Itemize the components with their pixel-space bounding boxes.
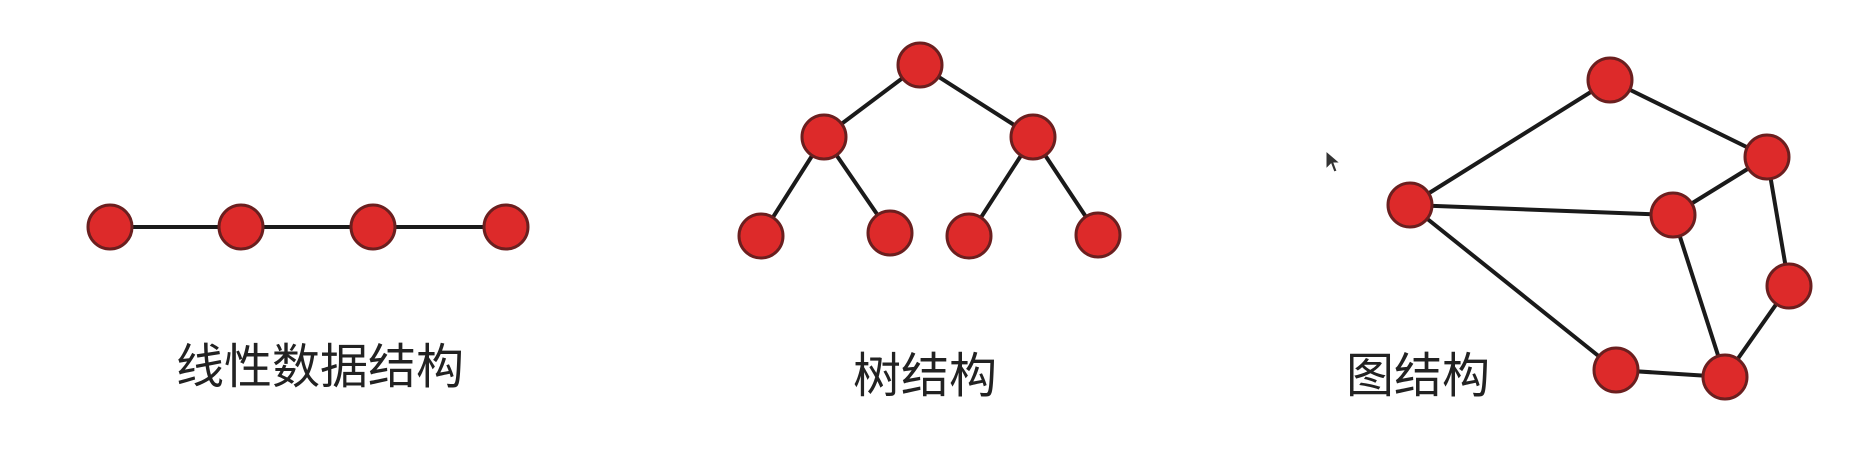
tree-node: [896, 41, 944, 89]
graph-edge: [1408, 78, 1612, 207]
linear-structure-caption: 线性数据结构: [175, 339, 465, 395]
linear-node: [217, 203, 265, 251]
tree-node: [1009, 113, 1057, 161]
graph-node: [1649, 191, 1697, 239]
graph-node: [1592, 346, 1640, 394]
graph-node: [1586, 56, 1634, 104]
tree-node: [866, 209, 914, 257]
graph-structure-diagram: [1386, 56, 1813, 401]
graph-structure-caption: 图结构: [1345, 348, 1491, 404]
tree-node: [800, 113, 848, 161]
mouse-cursor-icon: [1325, 150, 1341, 173]
linear-node: [349, 203, 397, 251]
graph-edge: [1671, 213, 1727, 379]
linear-node: [86, 203, 134, 251]
tree-structure-caption: 树结构: [852, 348, 998, 404]
tree-node: [737, 212, 785, 260]
graph-node: [1386, 181, 1434, 229]
tree-structure-diagram: [737, 41, 1122, 260]
graph-edge: [1408, 203, 1675, 217]
graph-node: [1701, 353, 1749, 401]
linear-node: [482, 203, 530, 251]
graph-node: [1743, 133, 1791, 181]
graph-node: [1765, 262, 1813, 310]
linear-structure-diagram: [86, 203, 530, 251]
graph-edge: [1408, 203, 1618, 372]
tree-node: [1074, 211, 1122, 259]
graph-edge: [1608, 78, 1769, 159]
tree-node: [945, 212, 993, 260]
